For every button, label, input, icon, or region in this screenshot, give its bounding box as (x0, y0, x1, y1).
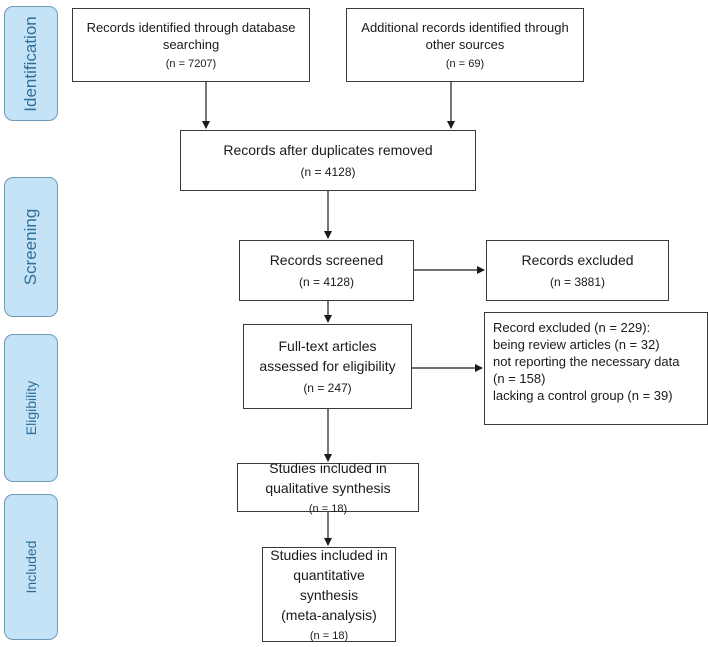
records-excluded-count: (n = 3881) (549, 275, 606, 289)
fulltext-excluded-line: lacking a control group (n = 39) (493, 388, 673, 403)
after-duplicates-label: Records after duplicates removed (223, 142, 433, 158)
box-after-duplicates: Records after duplicates removed (n = 41… (180, 130, 476, 191)
fulltext-assessed-line2: assessed for eligibility (259, 358, 396, 374)
fulltext-excluded-line: Record excluded (n = 229): (493, 320, 651, 335)
fulltext-assessed-line1: Full-text articles (278, 338, 377, 354)
quantitative-synthesis-line1: Studies included in (270, 547, 388, 563)
qualitative-synthesis-count: (n = 18) (308, 503, 348, 515)
fulltext-excluded-line: being review articles (n = 32) (493, 337, 660, 352)
box-records-excluded: Records excluded (n = 3881) (486, 240, 669, 301)
stage-screening-label: Screening (21, 208, 40, 286)
qualitative-synthesis-line2: qualitative synthesis (265, 480, 391, 496)
quantitative-synthesis-count: (n = 18) (309, 630, 349, 642)
fulltext-excluded-line: not reporting the necessary data (493, 354, 680, 369)
box-records-screened: Records screened (n = 4128) (239, 240, 414, 301)
stage-included: Included (4, 494, 58, 640)
stage-screening: Screening (4, 177, 58, 317)
stage-eligibility: Eligibility (4, 334, 58, 482)
stage-included-label: Included (23, 540, 39, 594)
additional-records-line2: other sources (425, 36, 505, 52)
records-screened-label: Records screened (269, 252, 384, 268)
database-records-line2: searching (162, 36, 220, 52)
stage-identification-label: Identification (21, 15, 40, 112)
box-qualitative-synthesis: Studies included in qualitative synthesi… (237, 460, 419, 515)
box-quantitative-synthesis: Studies included in quantitative synthes… (262, 547, 396, 642)
database-records-count: (n = 7207) (165, 57, 217, 70)
box-fulltext-excluded: Record excluded (n = 229): being review … (484, 312, 708, 425)
box-additional-records: Additional records identified through ot… (346, 8, 584, 82)
records-excluded-label: Records excluded (521, 252, 634, 268)
fulltext-assessed-count: (n = 247) (303, 381, 352, 395)
records-screened-count: (n = 4128) (298, 275, 355, 289)
qualitative-synthesis-line1: Studies included in (269, 460, 387, 476)
database-records-line1: Records identified through database (86, 19, 296, 35)
quantitative-synthesis-line2: quantitative synthesis (293, 567, 365, 603)
additional-records-count: (n = 69) (445, 57, 485, 70)
stage-identification: Identification (4, 6, 58, 121)
box-database-records: Records identified through database sear… (72, 8, 310, 82)
stage-eligibility-label: Eligibility (23, 380, 39, 436)
fulltext-excluded-line: (n = 158) (493, 371, 546, 386)
after-duplicates-count: (n = 4128) (300, 165, 356, 179)
quantitative-synthesis-line3: (meta-analysis) (281, 607, 377, 623)
box-fulltext-assessed: Full-text articles assessed for eligibil… (243, 324, 412, 409)
additional-records-line1: Additional records identified through (361, 19, 569, 35)
